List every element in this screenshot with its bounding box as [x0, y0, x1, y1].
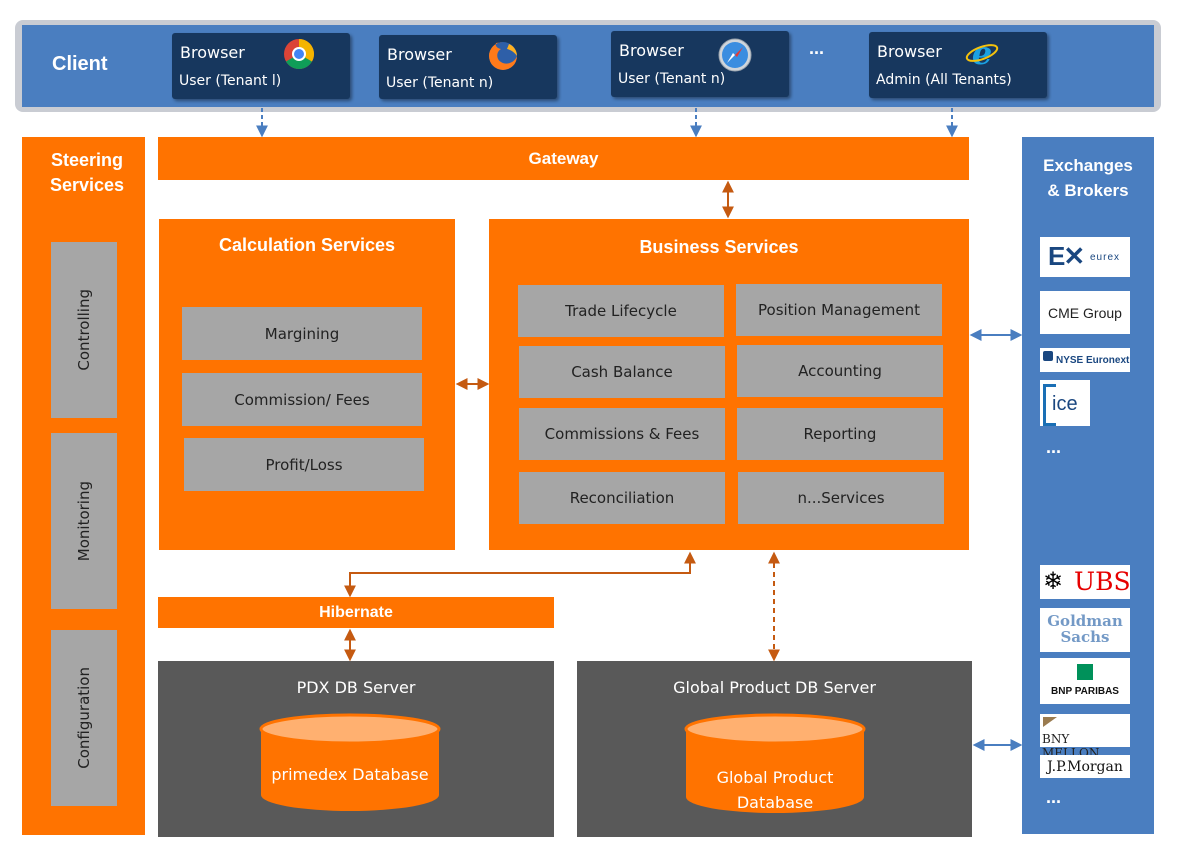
steering-title-line1: Steering: [50, 150, 124, 170]
margining-box[interactable]: Margining: [182, 307, 422, 360]
browser-user: Admin (All Tenants): [876, 72, 1012, 88]
margining-label: Margining: [264, 324, 340, 343]
accounting-box[interactable]: Accounting: [737, 345, 943, 397]
browser-admin[interactable]: Browser Admin (All Tenants) e: [869, 32, 1047, 98]
business-title: Business Services: [639, 237, 799, 257]
goldman-line2: Sachs: [1060, 628, 1110, 646]
jp-morgan-logo[interactable]: J.P.Morgan: [1040, 755, 1130, 778]
safari-icon: [718, 38, 752, 72]
hibernate-box[interactable]: Hibernate: [158, 597, 554, 628]
exchanges-title-line2: & Brokers: [1047, 181, 1129, 200]
nyse-euronext-label: NYSE Euronext: [1056, 355, 1130, 366]
gateway-title: Gateway: [528, 148, 599, 168]
exchanges-ellipsis: ...: [1046, 437, 1062, 457]
global-product-database-line2: Database: [736, 793, 814, 812]
browser-user: User (Tenant l): [179, 73, 282, 89]
exchanges-title-line1: Exchanges: [1043, 156, 1133, 175]
global-product-database-label: Global Product Database: [684, 765, 866, 815]
n-services-label: n...Services: [797, 489, 885, 507]
global-product-database-line1: Global Product: [716, 768, 834, 787]
browser-user: User (Tenant n): [618, 71, 726, 87]
chrome-icon: [284, 38, 315, 70]
profit-loss-box[interactable]: Profit/Loss: [184, 438, 424, 491]
jp-morgan-label: J.P.Morgan: [1047, 758, 1123, 775]
client-title: Client: [52, 53, 108, 75]
nyse-euronext-logo[interactable]: NYSE Euronext: [1040, 348, 1130, 372]
cash-balance-label: Cash Balance: [571, 363, 673, 381]
ubs-label: UBS: [1074, 567, 1131, 596]
profit-loss-label: Profit/Loss: [265, 455, 343, 474]
calculation-title: Calculation Services: [218, 235, 396, 255]
browser-tenant-n-firefox[interactable]: Browser User (Tenant n): [379, 35, 557, 99]
browser-title: Browser: [180, 43, 245, 62]
gateway-box[interactable]: Gateway: [158, 137, 969, 180]
commissions-fees-box[interactable]: Commissions & Fees: [519, 408, 725, 460]
global-product-db-server-title: Global Product DB Server: [673, 678, 876, 697]
firefox-icon: [489, 42, 517, 70]
cash-balance-box[interactable]: Cash Balance: [519, 346, 725, 398]
monitoring-box[interactable]: Monitoring: [51, 433, 117, 609]
ice-logo[interactable]: ice: [1040, 380, 1090, 426]
accounting-label: Accounting: [798, 362, 882, 380]
commission-fees-box[interactable]: Commission/ Fees: [182, 373, 422, 426]
commission-fees-label: Commission/ Fees: [234, 390, 370, 409]
position-management-box[interactable]: Position Management: [736, 284, 942, 336]
eurex-label: eurex: [1090, 252, 1121, 263]
reconciliation-box[interactable]: Reconciliation: [519, 472, 725, 524]
hibernate-title: Hibernate: [319, 603, 393, 621]
trade-lifecycle-box[interactable]: Trade Lifecycle: [518, 285, 724, 337]
ice-label: ice: [1052, 393, 1078, 415]
browser-title: Browser: [387, 45, 452, 64]
browser-tenant-n-safari[interactable]: Browser User (Tenant n): [611, 31, 789, 97]
pdx-db-server-title: PDX DB Server: [296, 678, 416, 697]
ubs-logo[interactable]: ❄ UBS: [1040, 565, 1131, 599]
exchanges-title: Exchanges & Brokers: [1022, 153, 1154, 203]
brokers-ellipsis: ...: [1046, 787, 1062, 807]
ice-bracket-icon: [1043, 384, 1056, 426]
primedex-database-label: primedex Database: [271, 765, 429, 784]
steering-title-line2: Services: [49, 175, 125, 195]
browser-tenant-1[interactable]: Browser User (Tenant l): [172, 33, 350, 99]
reporting-box[interactable]: Reporting: [737, 408, 943, 460]
nyse-globe-icon: [1043, 351, 1053, 361]
global-product-database-cylinder: [684, 713, 866, 813]
business-hibernate-arrow: [344, 551, 696, 598]
bnp-paribas-label: BNP PARIBAS: [1051, 686, 1119, 697]
controlling-box[interactable]: Controlling: [51, 242, 117, 418]
bny-mellon-logo[interactable]: BNY MELLON: [1040, 714, 1130, 760]
configuration-box[interactable]: Configuration: [51, 630, 117, 806]
position-management-label: Position Management: [758, 301, 920, 319]
n-services-box[interactable]: n...Services: [738, 472, 944, 524]
browser-title: Browser: [619, 41, 684, 60]
goldman-sachs-label: Goldman Sachs: [1040, 613, 1130, 645]
bnp-paribas-logo[interactable]: BNP PARIBAS: [1040, 658, 1130, 704]
goldman-line1: Goldman: [1047, 612, 1123, 630]
bnp-stars-icon: [1077, 664, 1093, 680]
cme-group-label: CME Group: [1048, 304, 1122, 321]
reporting-label: Reporting: [803, 425, 877, 443]
eurex-mark-icon: E✕: [1048, 241, 1085, 271]
steering-title: Steering Services: [22, 148, 152, 198]
browser-user: User (Tenant n): [386, 75, 494, 91]
browser-title: Browser: [877, 42, 942, 61]
trade-lifecycle-label: Trade Lifecycle: [565, 302, 677, 320]
primedex-database-cylinder: [259, 713, 441, 811]
client-ellipsis: ...: [809, 38, 825, 58]
cme-group-logo[interactable]: CME Group: [1040, 291, 1130, 334]
bny-mellon-mark-icon: [1043, 717, 1057, 727]
reconciliation-label: Reconciliation: [569, 489, 675, 507]
ubs-keys-icon: ❄: [1043, 568, 1064, 595]
goldman-sachs-logo[interactable]: Goldman Sachs: [1040, 608, 1130, 652]
eurex-logo[interactable]: E✕ eurex: [1040, 237, 1130, 277]
commissions-fees-label: Commissions & Fees: [544, 425, 700, 443]
internet-explorer-icon: e: [965, 38, 999, 68]
